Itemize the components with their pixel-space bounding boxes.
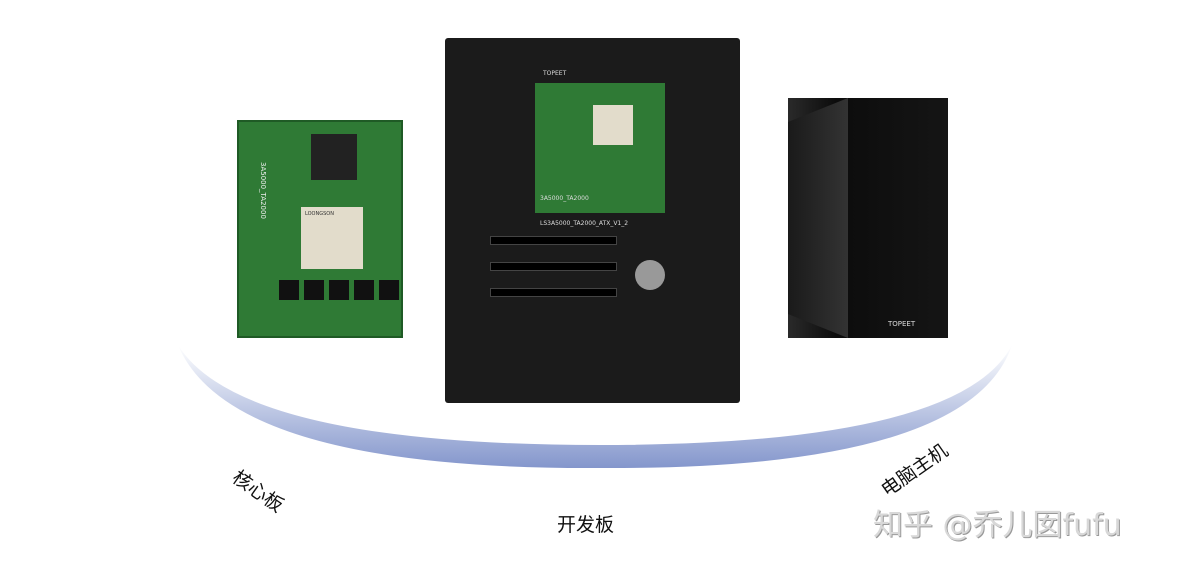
bridge-chip xyxy=(311,134,357,180)
ram-chip xyxy=(379,280,399,300)
brand-label: TOPEET xyxy=(543,70,567,77)
core-board-image: LOONGSON 3A5000_TA2000 xyxy=(237,120,403,338)
chip-brand: LOONGSON xyxy=(305,211,334,217)
soc-chip: LOONGSON xyxy=(301,207,363,269)
case-side xyxy=(788,98,848,338)
pcie-slot xyxy=(490,288,617,297)
dev-board-image: TOPEET 3A5000_TA2000 LS3A5000_TA2000_ATX… xyxy=(445,38,740,403)
ram-chip xyxy=(329,280,349,300)
module-label: 3A5000_TA2000 xyxy=(540,195,589,202)
ram-chip xyxy=(354,280,374,300)
soc-chip xyxy=(593,105,633,145)
dev-board-caption: 开发板 xyxy=(557,514,615,536)
core-module: 3A5000_TA2000 xyxy=(535,83,665,213)
pcie-slot xyxy=(490,236,617,245)
cmos-battery xyxy=(635,260,665,290)
board-label: LS3A5000_TA2000_ATX_V1_2 xyxy=(540,220,629,227)
ram-chip xyxy=(304,280,324,300)
ram-chip xyxy=(279,280,299,300)
watermark: 知乎 @乔儿囡fufu xyxy=(873,508,1122,543)
pc-case-image: TOPEET xyxy=(788,98,948,338)
pcie-slot xyxy=(490,262,617,271)
case-logo: TOPEET xyxy=(888,320,916,328)
module-label: 3A5000_TA2000 xyxy=(259,162,267,219)
